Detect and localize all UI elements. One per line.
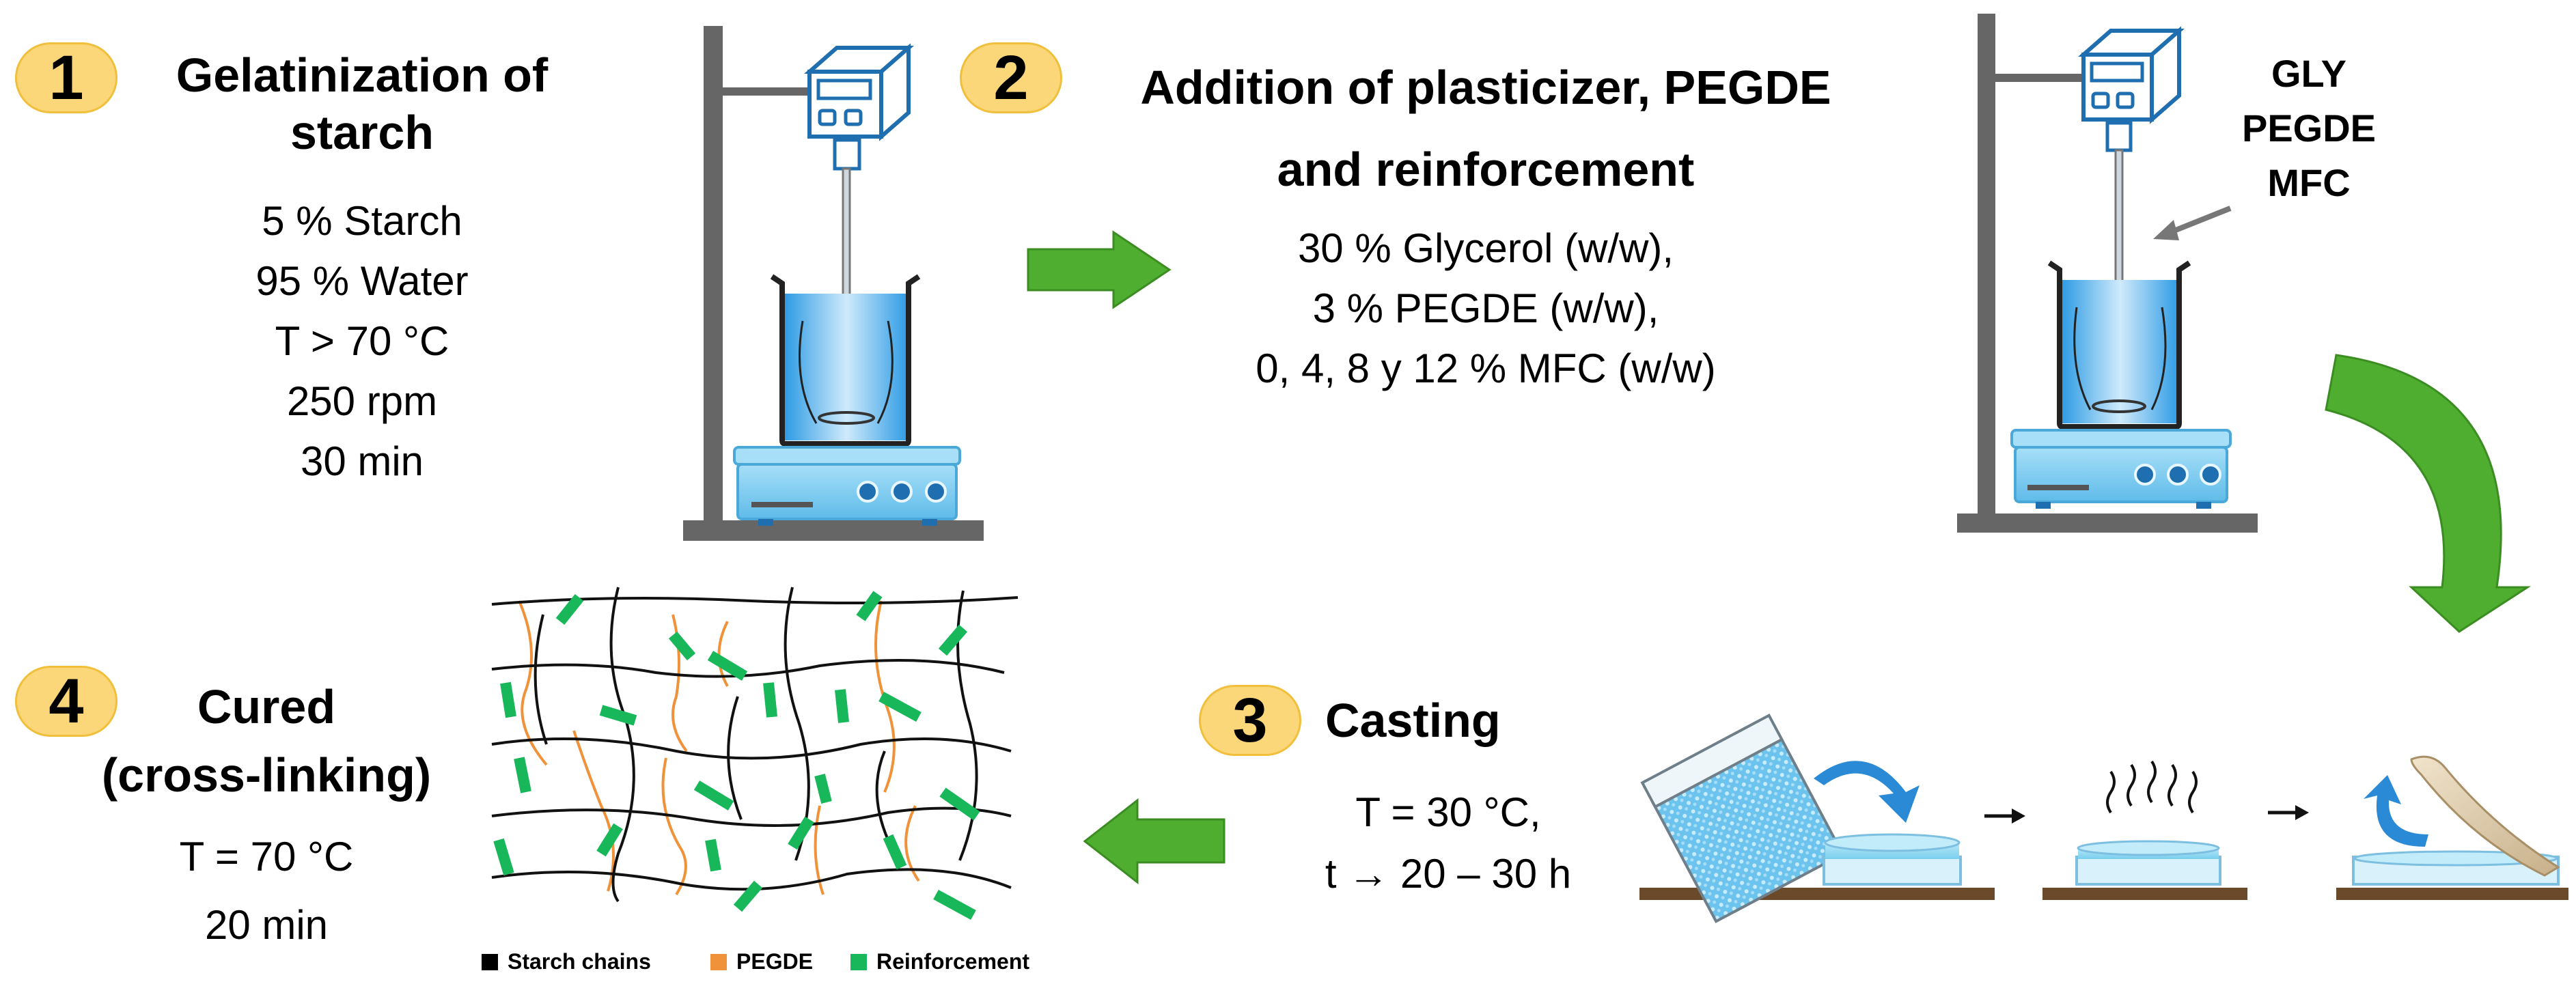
step-3-title: Casting [1325, 690, 1598, 751]
step-1-param: 5 % Starch [262, 198, 462, 244]
step-1-badge: 1 [15, 42, 117, 113]
beaker-icon [2047, 260, 2191, 430]
pointer-arrow-icon [2153, 206, 2232, 240]
overhead-stirrer-icon [2078, 26, 2185, 404]
process-arrow-icon [1083, 798, 1225, 885]
legend-label: Starch chains [508, 949, 651, 974]
step-1-title-line: starch [290, 106, 434, 159]
beaker-icon [770, 274, 921, 447]
step-4-title-line: (cross-linking) [101, 748, 432, 802]
legend-swatch-black [482, 953, 498, 970]
step-4-badge: 4 [15, 666, 117, 737]
legend-label: PEGDE [736, 949, 814, 974]
step-3-param: T = 30 °C, [1355, 789, 1541, 835]
step-1-param: T > 70 °C [275, 318, 449, 364]
stirring-setup-2 [1957, 14, 2258, 533]
legend-reinforcement: Reinforcement [850, 949, 1029, 974]
petri-dish-icon [1823, 833, 1962, 886]
step-2-title-line: Addition of plasticizer, PEGDE [1140, 61, 1831, 114]
step-2-param: 30 % Glycerol (w/w), [1297, 225, 1674, 271]
peel-film-icon [2352, 755, 2560, 886]
step-4-title-line: Cured [197, 680, 336, 733]
polymer-network-icon [491, 587, 1019, 920]
additive-item: PEGDE [2241, 107, 2377, 150]
steam-icon [2106, 760, 2198, 814]
curl-arrow-icon [1814, 761, 1920, 823]
legend-swatch-orange [710, 953, 727, 970]
lab-stand [1957, 14, 2258, 533]
step-4-title: Cured (cross-linking) [61, 673, 471, 809]
step-1-param: 250 rpm [286, 378, 438, 424]
step-1-params: 5 % Starch 95 % Water T > 70 °C 250 rpm … [198, 191, 526, 492]
step-1-title-line: Gelatinization of [176, 48, 549, 102]
step-3-title-line: Casting [1325, 694, 1501, 747]
reinforcement-fibers [493, 591, 980, 920]
step-4-param: T = 70 °C [179, 834, 354, 880]
step-3-params: T = 30 °C, t → 20 – 30 h [1277, 782, 1619, 905]
sequence-arrow-icon [2268, 805, 2309, 820]
pegde-links [518, 600, 920, 896]
curved-arrow-icon [2325, 354, 2532, 633]
step-1-param: 95 % Water [255, 258, 469, 304]
additive-item: GLY [2271, 52, 2346, 95]
starch-chains [491, 587, 1019, 903]
casting-sequence [1639, 713, 2568, 924]
legend-starch-chains: Starch chains [482, 949, 651, 974]
additive-item: MFC [2267, 161, 2351, 204]
step-2-title-line: and reinforcement [1277, 143, 1695, 196]
step-2-badge: 2 [960, 42, 1062, 113]
legend-pegde: PEGDE [710, 949, 813, 974]
stirring-hotplate-icon [2010, 429, 2232, 509]
step-3-param: t → 20 – 30 h [1325, 851, 1572, 897]
step-2-param: 3 % PEGDE (w/w), [1312, 285, 1659, 331]
petri-dish-icon [2075, 840, 2221, 886]
step-1-title: Gelatinization of starch [130, 46, 594, 161]
step-4-param: 20 min [204, 902, 329, 948]
process-arrow-icon [1027, 230, 1172, 309]
step-2-param: 0, 4, 8 y 12 % MFC (w/w) [1256, 346, 1716, 391]
legend-swatch-green [850, 953, 867, 970]
legend-label: Reinforcement [876, 949, 1030, 974]
sequence-arrow-icon [1984, 808, 2025, 824]
pouring-cup-icon [1640, 713, 1845, 924]
step-2-params: 30 % Glycerol (w/w), 3 % PEGDE (w/w), 0,… [1192, 219, 1779, 399]
step-1-param: 30 min [300, 438, 424, 484]
additives-label: GLY PEGDE MFC [2213, 46, 2405, 210]
stirring-hotplate-icon [733, 446, 961, 526]
stirring-setup-1 [683, 26, 984, 541]
step-2-title: Addition of plasticizer, PEGDE and reinf… [1072, 46, 1899, 210]
overhead-stirrer-icon [804, 43, 914, 416]
step-3-badge: 3 [1199, 685, 1301, 756]
step-4-params: T = 70 °C 20 min [137, 823, 396, 959]
